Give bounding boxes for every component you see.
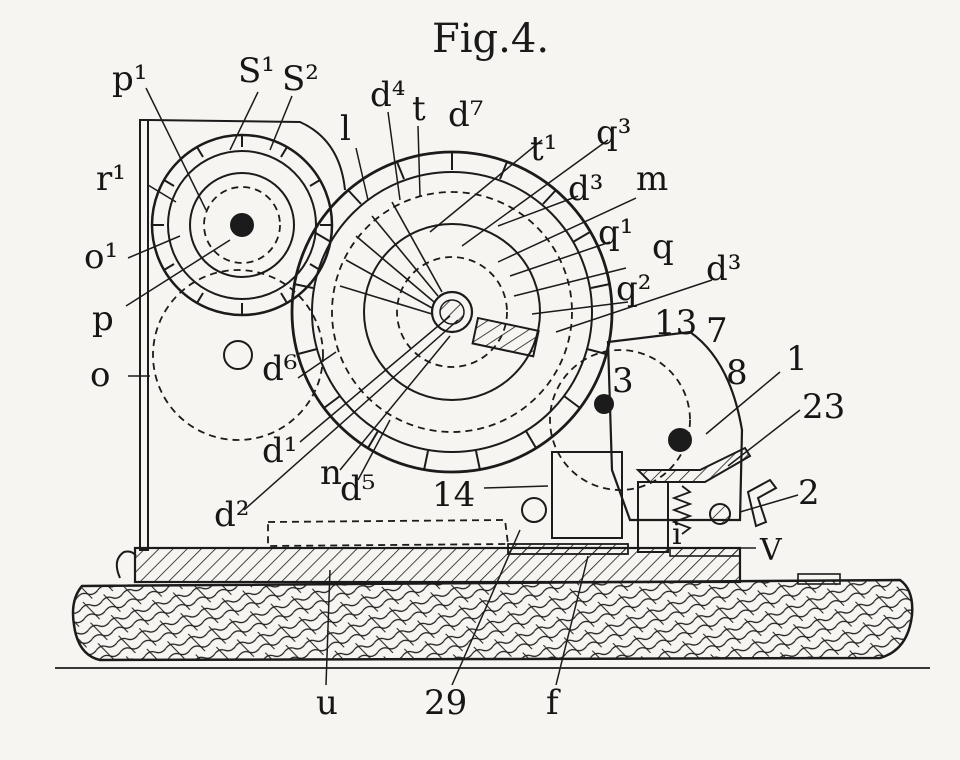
label-1: 1 — [786, 339, 808, 379]
pivot-3 — [594, 394, 614, 414]
leader-lines — [125, 87, 801, 686]
gear-o-hub — [223, 340, 253, 370]
spindle-q — [471, 316, 540, 358]
label-29: 29 — [424, 683, 467, 723]
label-v: V — [759, 533, 783, 568]
label-d5: d⁵ — [340, 469, 375, 509]
label-n: n — [320, 453, 342, 493]
bar-v — [669, 547, 741, 557]
label-d1: d¹ — [262, 431, 297, 471]
label-t1: t¹ — [530, 129, 557, 169]
label-2: 2 — [798, 473, 820, 513]
frame-plate — [139, 119, 149, 551]
block-14 — [551, 451, 623, 539]
label-d3-upper: d³ — [568, 169, 603, 209]
label-o1: o¹ — [84, 237, 118, 277]
label-7: 7 — [706, 311, 728, 351]
label-q: q — [652, 227, 674, 267]
label-d2: d² — [214, 495, 249, 535]
label-13: 13 — [654, 303, 697, 343]
base-foot-right — [797, 573, 841, 585]
frame-outline — [147, 119, 346, 191]
label-t: t — [412, 89, 426, 129]
label-3: 3 — [612, 361, 634, 401]
gear-o-outline — [152, 269, 324, 441]
label-m: m — [636, 159, 668, 199]
label-q2: q² — [616, 269, 651, 309]
upper-left-gear — [150, 133, 334, 317]
main-gear — [290, 150, 614, 474]
pivot-2 — [709, 503, 731, 525]
arm-23 — [635, 446, 752, 483]
bed-plate — [133, 546, 742, 584]
label-23: 23 — [802, 387, 845, 427]
label-i: i — [672, 517, 682, 552]
spring — [671, 485, 693, 535]
slide-block — [637, 481, 669, 553]
label-14: 14 — [432, 475, 475, 515]
label-q3: q³ — [596, 113, 631, 153]
label-d4: d⁴ — [370, 75, 405, 115]
label-o: o — [90, 355, 110, 395]
label-u: u — [316, 683, 338, 723]
wooden-base — [71, 578, 914, 662]
figure-title: Fig.4. — [432, 16, 549, 62]
label-d3-lower: d³ — [706, 249, 741, 289]
hook-left — [115, 550, 137, 579]
dashed-circle-13 — [549, 349, 691, 491]
label-p1: p¹ — [112, 59, 147, 99]
label-p: p — [92, 299, 114, 339]
label-l: l — [340, 109, 351, 149]
label-r1: r¹ — [96, 159, 126, 199]
label-q1: q¹ — [598, 213, 633, 253]
label-s1: S¹ — [238, 51, 275, 91]
label-f: f — [546, 683, 561, 723]
carriage-f — [507, 543, 629, 555]
lever-housing-7 — [606, 330, 744, 522]
label-d6: d⁶ — [262, 349, 297, 389]
label-d7: d⁷ — [448, 95, 483, 135]
label-s2: S² — [282, 59, 319, 99]
slider-u — [267, 519, 510, 547]
label-8: 8 — [726, 353, 748, 393]
latch-2 — [746, 478, 778, 528]
pivot-1 — [668, 428, 692, 452]
pivot-29 — [521, 497, 547, 523]
